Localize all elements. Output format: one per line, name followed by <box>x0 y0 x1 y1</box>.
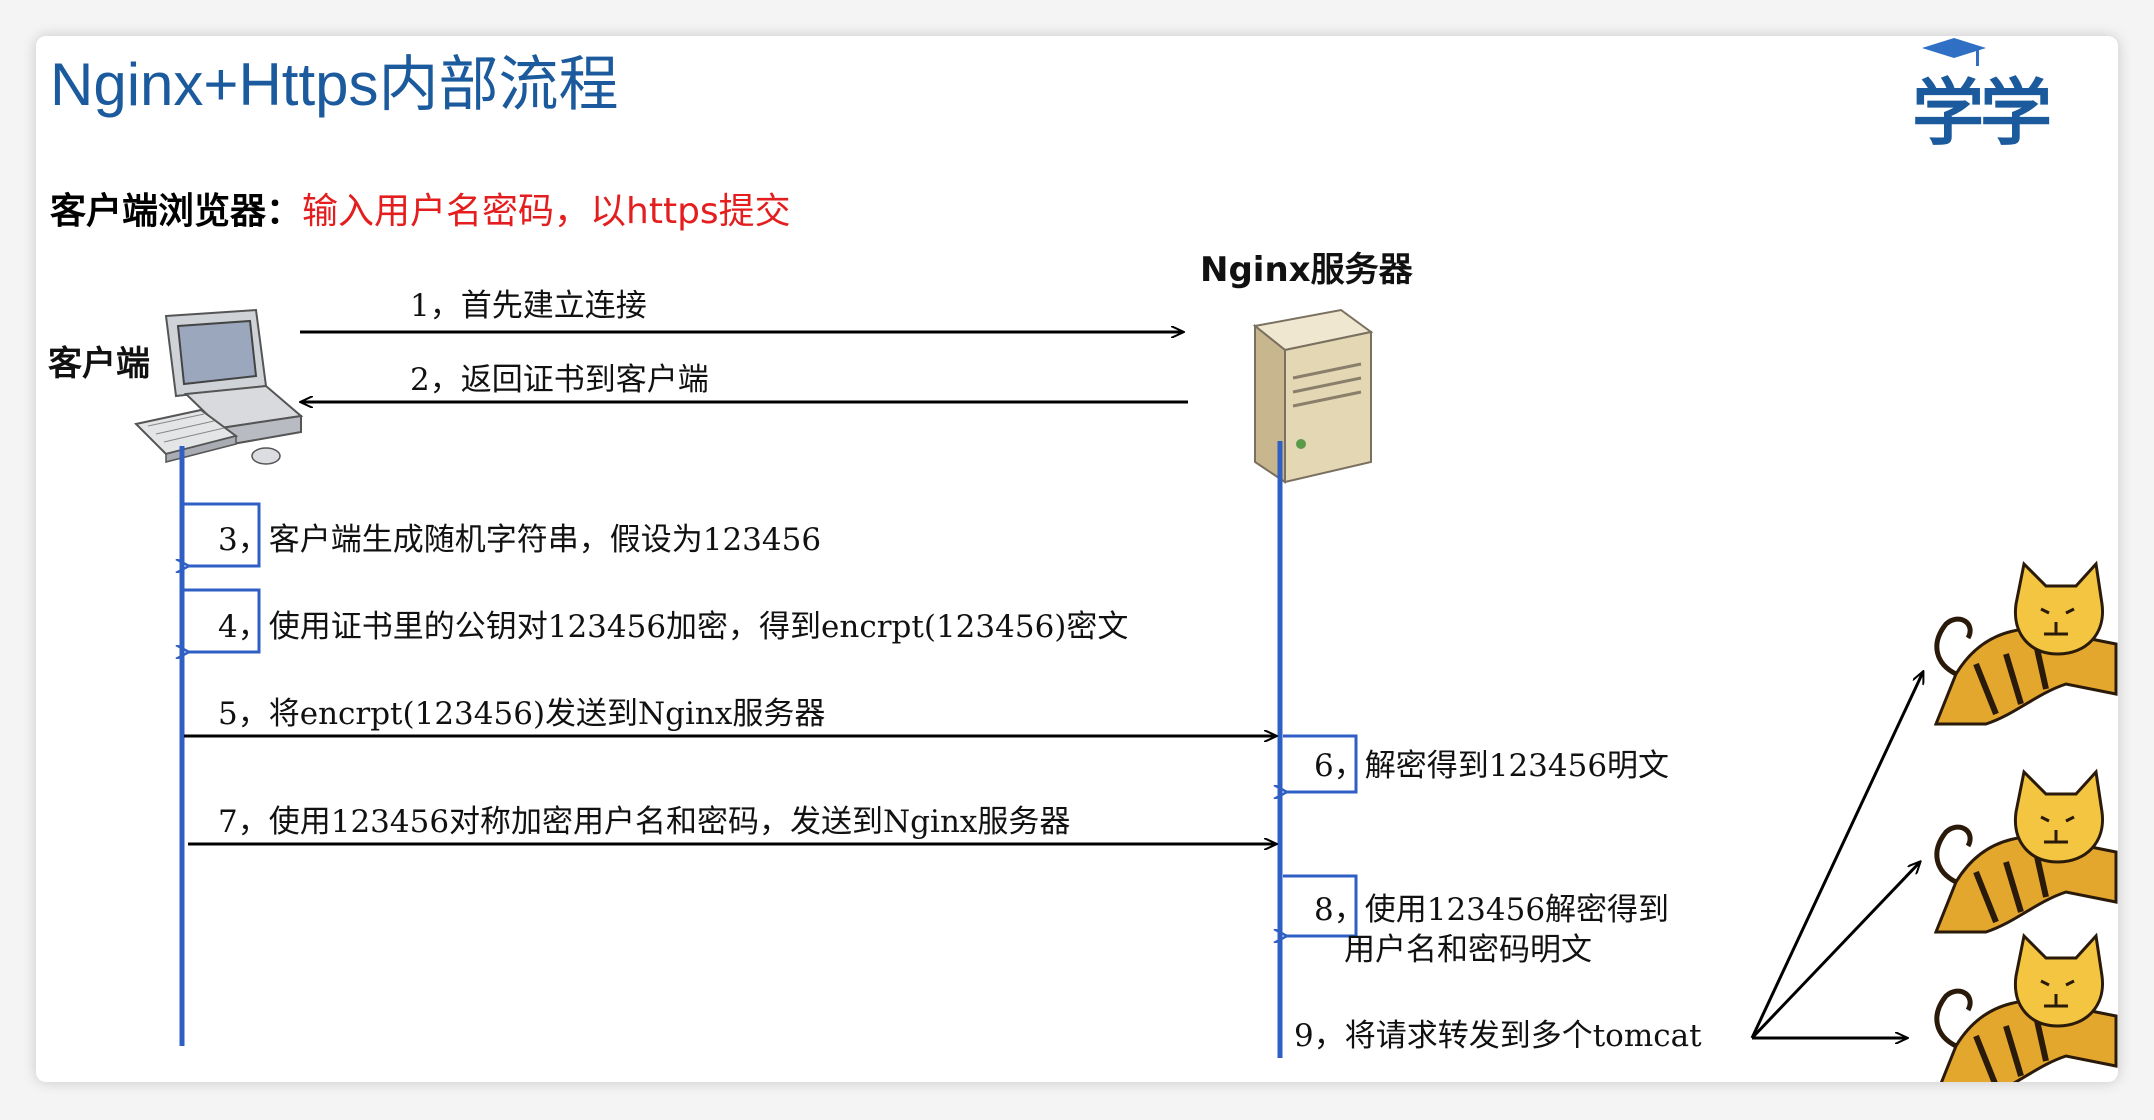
sequence-diagram <box>133 38 2118 1082</box>
arrow-to-tomcat-2 <box>1750 862 1920 1040</box>
step-5-label: 5，将encrpt(123456)发送到Nginx服务器 <box>218 696 826 732</box>
logo <box>1922 38 1986 66</box>
step-3-label: 3，客户端生成随机字符串，假设为123456 <box>218 522 822 558</box>
self-loop-step-6 <box>1283 734 1358 792</box>
self-loop-step-4 <box>184 588 261 652</box>
tomcat-icon <box>1934 932 2118 1082</box>
client-computer-icon <box>133 308 304 465</box>
server-label: Nginx服务器 <box>1200 250 1413 290</box>
self-loop-step-3 <box>184 502 261 566</box>
step-7-label: 7，使用123456对称加密用户名和密码，发送到Nginx服务器 <box>218 804 1071 840</box>
arrow-to-tomcat-1 <box>1750 672 1923 1039</box>
tomcat-icon <box>1933 768 2118 934</box>
server-icon <box>1252 308 1374 484</box>
step-4-label: 4，使用证书里的公钥对123456加密，得到encrpt(123456)密文 <box>218 609 1129 645</box>
subtitle-label: 客户端浏览器： <box>50 191 303 232</box>
step-1-label: 1，首先建立连接 <box>410 288 647 324</box>
tomcat-icon <box>1933 560 2118 726</box>
step-9-label: 9，将请求转发到多个tomcat <box>1294 1018 1702 1054</box>
logo-text: 学学 <box>1912 71 2052 155</box>
slide: Nginx+Https内部流程 学学 客户端浏览器：输入用户名密码，以https… <box>36 36 2118 1082</box>
page-title: Nginx+Https内部流程 <box>50 51 619 118</box>
step-6-label: 6，解密得到123456明文 <box>1314 748 1670 784</box>
subtitle: 客户端浏览器：输入用户名密码，以https提交 <box>50 182 791 234</box>
step-8-label: 8，使用123456解密得到 <box>1314 892 1670 928</box>
step-8-label-cont: 用户名和密码明文 <box>1344 932 1592 968</box>
client-label: 客户端 <box>48 344 150 384</box>
self-loop-step-8 <box>1283 874 1358 936</box>
step-2-label: 2，返回证书到客户端 <box>410 362 709 398</box>
subtitle-action: 输入用户名密码，以https提交 <box>302 191 791 232</box>
